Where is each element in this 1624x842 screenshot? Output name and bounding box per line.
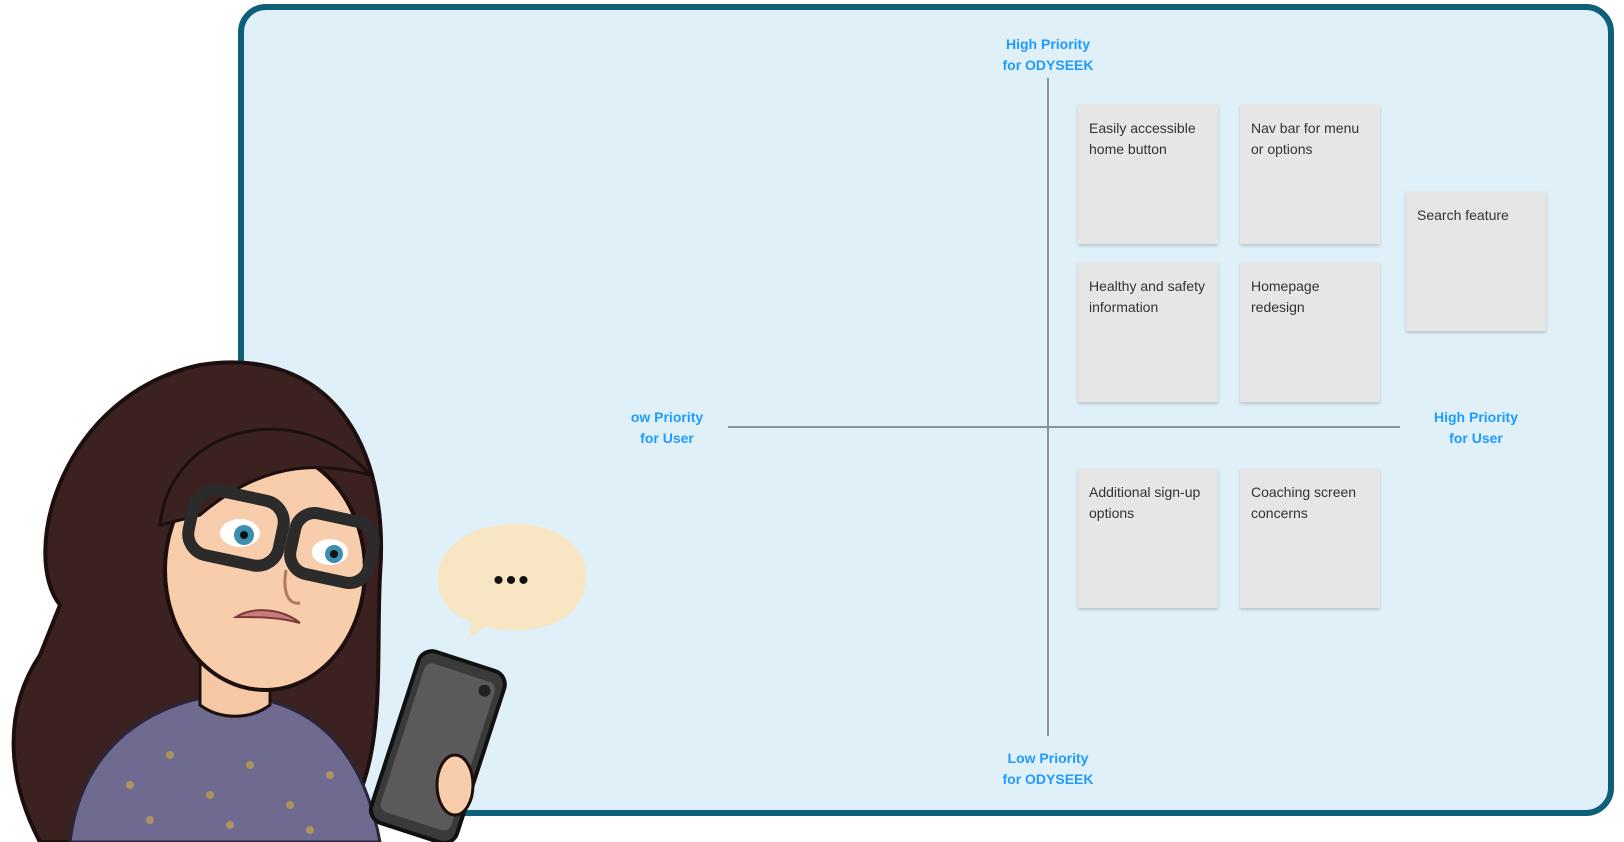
sticky-note[interactable]: Nav bar for menu or options bbox=[1240, 104, 1380, 244]
sticky-note[interactable]: Homepage redesign bbox=[1240, 262, 1380, 402]
speech-bubble-dots: ••• bbox=[493, 564, 531, 597]
vertical-axis bbox=[1047, 78, 1049, 736]
sticky-note[interactable]: Search feature bbox=[1406, 191, 1546, 331]
axis-label-bottom: Low Priority for ODYSEEK bbox=[1002, 750, 1094, 787]
speech-bubble-icon bbox=[437, 523, 587, 638]
sticky-note[interactable]: Healthy and safety information bbox=[1078, 262, 1218, 402]
sticky-note[interactable]: Additional sign-up options bbox=[1078, 468, 1218, 608]
avatar-illustration bbox=[11, 360, 507, 842]
horizontal-axis bbox=[728, 426, 1400, 428]
sticky-note[interactable]: Easily accessible home button bbox=[1078, 104, 1218, 244]
axis-label-right: High Priority for User bbox=[1433, 409, 1518, 446]
axis-label-left: ow Priority for User bbox=[630, 409, 704, 446]
axis-label-top: High Priority for ODYSEEK bbox=[1002, 36, 1094, 73]
sticky-note[interactable]: Coaching screen concerns bbox=[1240, 468, 1380, 608]
